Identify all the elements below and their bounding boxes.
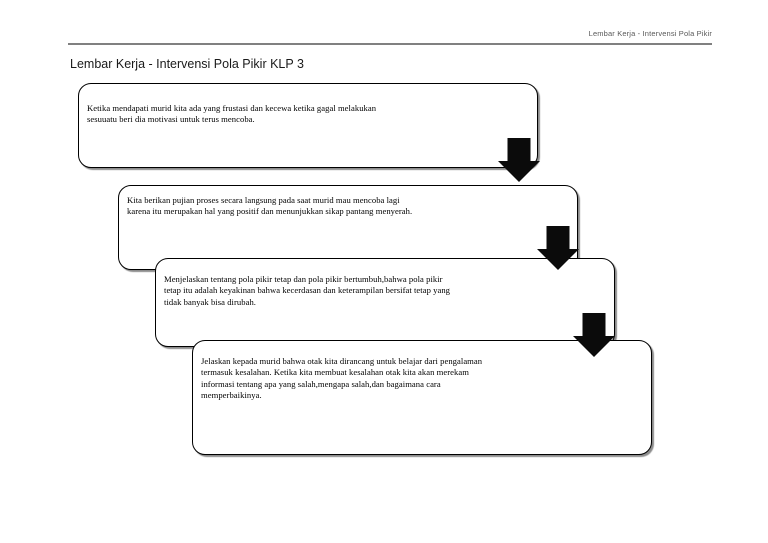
running-header: Lembar Kerja - Intervensi Pola Pikir	[588, 29, 712, 38]
flow-step-box-3[interactable]: Menjelaskan tentang pola pikir tetap dan…	[155, 258, 615, 347]
flow-step-text-2: Kita berikan pujian proses secara langsu…	[127, 195, 413, 217]
header-divider	[68, 43, 712, 45]
page-title: Lembar Kerja - Intervensi Pola Pikir KLP…	[70, 57, 304, 71]
flow-step-box-4[interactable]: Jelaskan kepada murid bahwa otak kita di…	[192, 340, 652, 455]
flow-step-text-4: Jelaskan kepada murid bahwa otak kita di…	[201, 356, 483, 401]
flow-step-box-1[interactable]: Ketika mendapati murid kita ada yang fru…	[78, 83, 538, 168]
flow-step-box-2[interactable]: Kita berikan pujian proses secara langsu…	[118, 185, 578, 270]
flow-step-text-1: Ketika mendapati murid kita ada yang fru…	[87, 103, 377, 125]
flow-step-text-3: Menjelaskan tentang pola pikir tetap dan…	[164, 274, 451, 307]
